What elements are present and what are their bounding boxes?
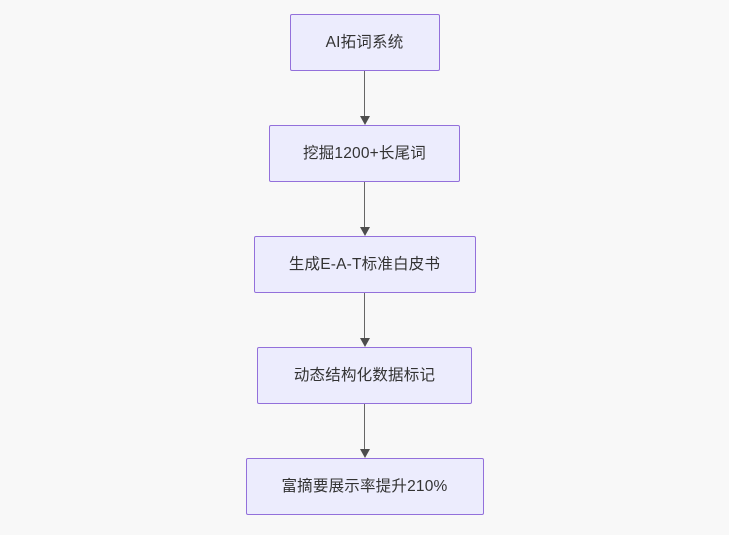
flow-node-eat-whitepaper[interactable]: 生成E-A-T标准白皮书 (253, 236, 476, 293)
flow-node-rich-snippet-result[interactable]: 富摘要展示率提升210% (245, 458, 484, 515)
connector-line (363, 404, 366, 449)
flow-node-label: AI拓词系统 (325, 33, 404, 51)
connector-line (363, 182, 366, 227)
flow-node-ai-keyword-system[interactable]: AI拓词系统 (289, 14, 440, 71)
flow-connector-4 (359, 404, 370, 458)
arrow-down-icon (359, 227, 370, 236)
flow-node-label: 生成E-A-T标准白皮书 (288, 255, 441, 273)
flow-connector-2 (359, 182, 370, 236)
arrow-down-icon (359, 116, 370, 125)
flow-connector-3 (359, 293, 370, 347)
flow-node-longtail-keywords[interactable]: 挖掘1200+长尾词 (269, 125, 460, 182)
flow-node-label: 富摘要展示率提升210% (281, 477, 448, 495)
connector-line (363, 293, 366, 338)
flow-node-label: 动态结构化数据标记 (293, 366, 436, 384)
arrow-down-icon (359, 338, 370, 347)
flow-connector-1 (359, 71, 370, 125)
flow-node-label: 挖掘1200+长尾词 (302, 144, 427, 162)
flow-node-structured-data-markup[interactable]: 动态结构化数据标记 (257, 347, 472, 404)
connector-line (363, 71, 366, 116)
arrow-down-icon (359, 449, 370, 458)
